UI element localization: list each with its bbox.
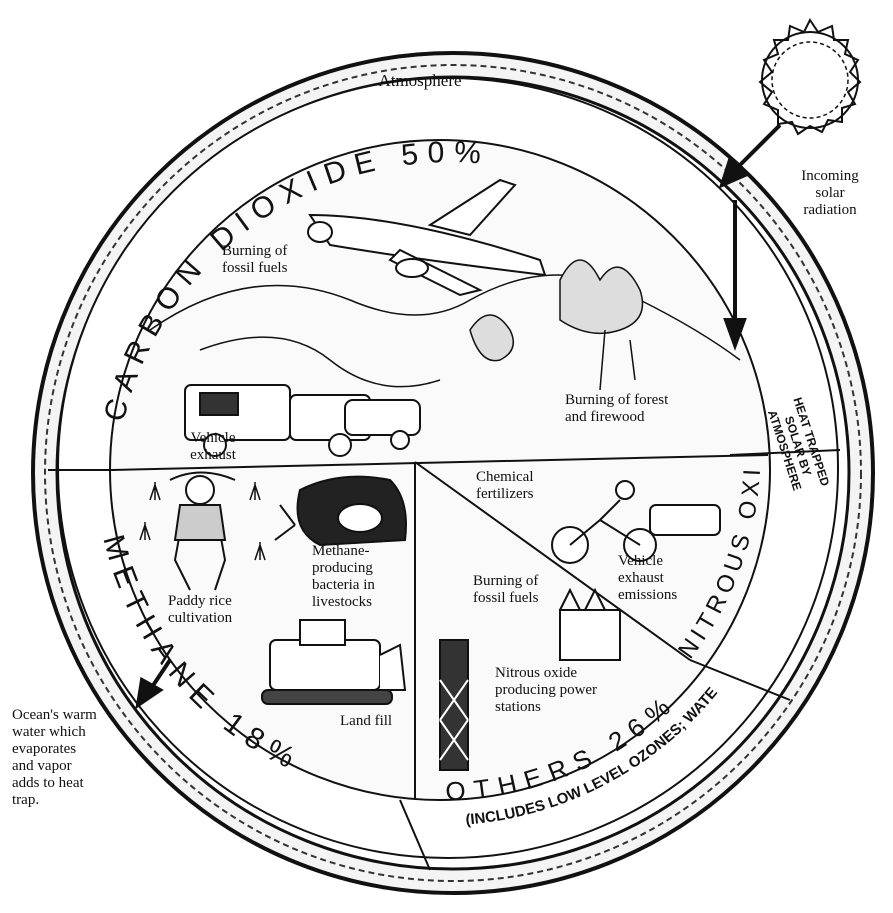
solar-line-2: solar [815,185,845,201]
source-text: Burning of [222,243,288,259]
source-text: Burning of [473,573,539,589]
source-burning-fossil-top: Burning of fossil fuels [222,243,287,277]
landscape-sketch [149,259,741,391]
atmosphere-label: Atmosphere [360,72,480,89]
ocean-line-2: water which [12,724,86,740]
solar-arrow [718,123,782,351]
ocean-label: Ocean's warm water which evaporates and … [12,707,132,809]
source-text: Nitrous oxide [495,665,578,681]
atmosphere-text: Atmosphere [378,71,462,90]
source-text: fertilizers [476,486,534,502]
ocean-line-5: adds to heat [12,775,84,791]
source-paddy-rice: Paddy rice cultivation [168,593,232,627]
source-text: fossil fuels [222,260,288,276]
ocean-line-3: evaporates [12,741,77,757]
rice-plants-sketch [139,482,266,561]
source-text: Paddy rice [168,593,232,609]
source-chemical-fertilizers: Chemical fertilizers [476,469,533,503]
source-text: fossil fuels [473,590,539,606]
source-text: stations [495,699,541,715]
ocean-line-4: and vapor [12,758,72,774]
airplane [307,178,547,297]
source-burning-forest: Burning of forest and firewood [565,392,668,426]
ocean-arrow [135,658,172,710]
source-text: exhaust [618,570,664,586]
source-text: exhaust [190,447,236,463]
ocean-line-6: trap. [12,792,40,808]
source-text: emissions [618,587,678,603]
source-burning-fossil-mid: Burning of fossil fuels [473,573,538,607]
vehicles-sketch [184,384,421,457]
source-vehicle-exhaust-emissions: Vehicle exhaust emissions [618,553,677,604]
source-text: Burning of forest [565,392,669,408]
solar-line-3: radiation [803,202,857,218]
source-text: producing [312,560,373,576]
sun-icon [758,18,862,136]
bulldozer-sketch [261,619,407,705]
farmer-sketch [169,471,236,591]
source-text: bacteria in [312,577,375,593]
source-text: cultivation [168,610,233,626]
solar-line-1: Incoming [801,168,859,184]
ocean-line-1: Ocean's warm [12,707,97,723]
cow-sketch [274,475,407,547]
power-station-sketch [439,587,621,771]
source-land-fill: Land fill [340,713,392,730]
source-text: livestocks [312,594,372,610]
source-text: Chemical [476,469,534,485]
section-dividers [48,449,841,871]
source-text: Vehicle [618,553,663,569]
source-methane-bacteria: Methane- producing bacteria in livestock… [312,543,375,611]
source-vehicle-exhaust: Vehicle exhaust [178,430,248,464]
source-text: Land fill [340,713,393,729]
source-nitrous-power: Nitrous oxide producing power stations [495,665,597,716]
motorcycle-sketch [551,480,721,564]
solar-radiation-label: Incoming solar radiation [785,168,875,219]
source-text: Vehicle [190,430,236,446]
source-text: and firewood [565,409,645,425]
source-text: producing power [495,682,598,698]
source-text: Methane- [312,543,370,559]
